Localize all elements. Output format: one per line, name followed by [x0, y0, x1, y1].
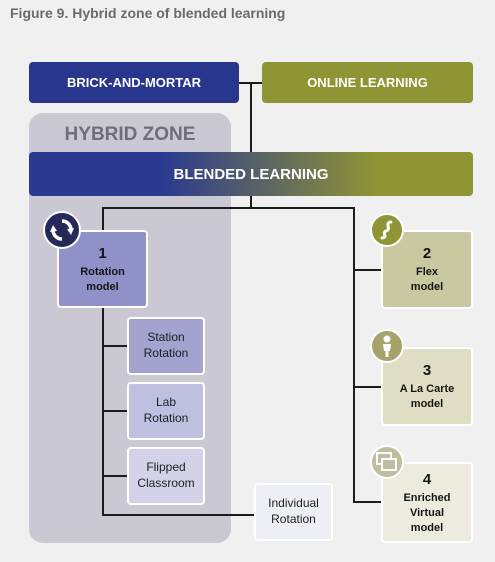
hybrid-zone-title: HYBRID ZONE: [64, 124, 196, 145]
figure-caption: Figure 9. Hybrid zone of blended learnin…: [10, 5, 286, 21]
rotation-icon: [43, 211, 81, 249]
subtype-label: Individual: [268, 496, 319, 511]
blended-learning-bar: BLENDED LEARNING: [29, 152, 473, 196]
subtype-label: Rotation: [271, 512, 316, 526]
online-learning-box: ONLINE LEARNING: [262, 62, 473, 103]
model-number: 3: [422, 362, 432, 380]
connector-horizontal-bar: [102, 207, 354, 209]
model-label: model: [410, 521, 444, 534]
model-number: 2: [422, 245, 432, 263]
model-number: 4: [422, 470, 432, 488]
connector-online: [250, 82, 263, 84]
model-label: model: [86, 280, 119, 293]
connector-flipped: [102, 475, 128, 477]
connector-top-vertical: [250, 83, 252, 153]
connector-rotation-down: [102, 207, 104, 231]
model-label: Rotation: [80, 265, 125, 278]
connector-right-vertical: [353, 207, 355, 502]
connector-alacarte: [353, 386, 382, 388]
connector-flex: [353, 269, 382, 271]
subtype-label: Rotation: [143, 411, 189, 425]
connector-blended-down: [250, 195, 252, 208]
subtype-label: Lab: [155, 395, 176, 410]
connector-individual: [102, 514, 255, 516]
connector-rotation-vertical: [102, 308, 104, 516]
model-label: Virtual: [409, 506, 445, 519]
subtype-label: Flipped: [146, 460, 186, 475]
model-label: model: [410, 398, 444, 411]
connector-lab: [102, 410, 128, 412]
model-number: 1: [98, 244, 107, 262]
model-label: Flex: [415, 266, 438, 279]
subtype-label: Station: [147, 330, 185, 345]
person-icon: [370, 329, 404, 363]
connector-station: [102, 345, 128, 347]
connector-enriched: [353, 501, 382, 503]
virtual-screens-icon: [370, 445, 404, 479]
model-label: Enriched: [403, 491, 451, 504]
subtype-label: Classroom: [137, 476, 195, 490]
subtype-label: Rotation: [143, 346, 189, 360]
flex-icon: [370, 213, 404, 247]
model-label: model: [410, 281, 444, 294]
connector-brick: [238, 82, 251, 84]
model-label: A La Carte: [399, 383, 455, 396]
brick-and-mortar-box: BRICK-AND-MORTAR: [29, 62, 239, 103]
